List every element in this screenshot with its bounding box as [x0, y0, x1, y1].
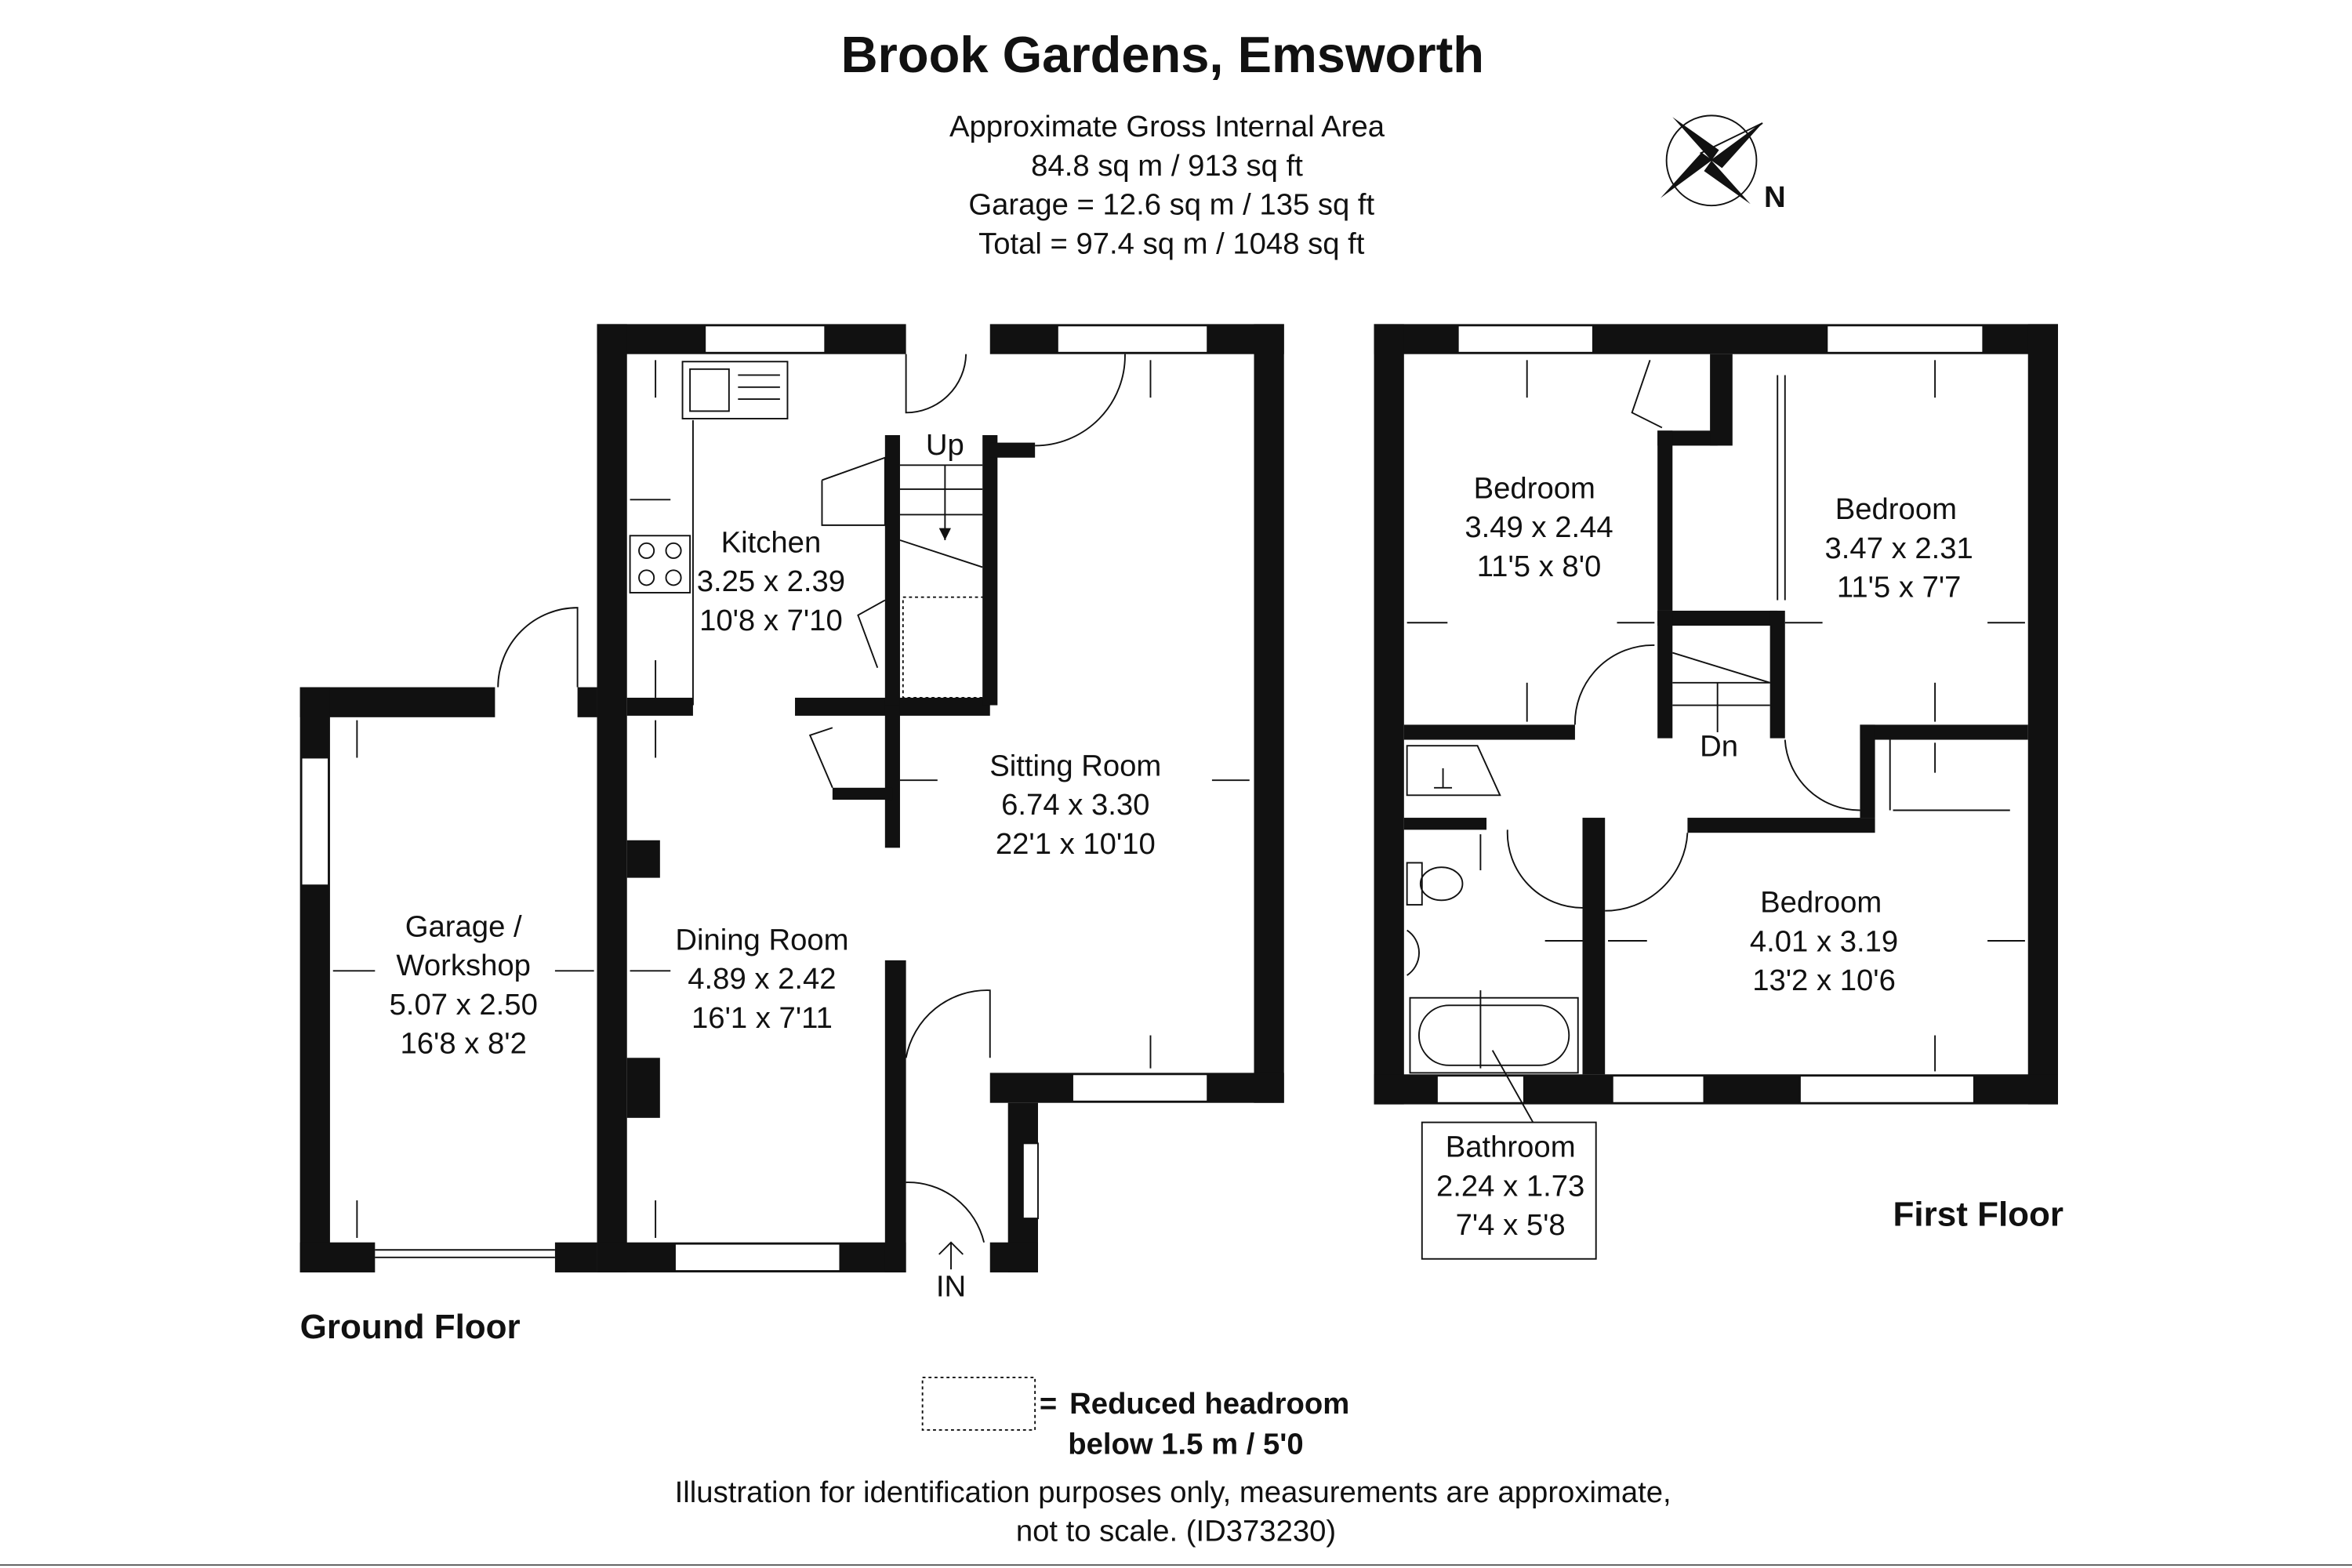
svg-text:Workshop: Workshop	[396, 949, 531, 982]
dimension-arrows	[332, 360, 2025, 1238]
area-total: Total = 97.4 sq m / 1048 sq ft	[978, 227, 1365, 260]
svg-text:7'4 x 5'8: 7'4 x 5'8	[1456, 1208, 1566, 1242]
first-floor-label: First Floor	[1893, 1196, 2064, 1234]
svg-text:Reduced headroom: Reduced headroom	[1069, 1387, 1349, 1421]
svg-text:Bathroom: Bathroom	[1446, 1131, 1576, 1164]
garage-side-door[interactable]	[497, 607, 579, 688]
svg-text:3.49 x 2.44: 3.49 x 2.44	[1465, 510, 1613, 544]
svg-text:Dining Room: Dining Room	[675, 923, 848, 956]
boiler-cupboard-icon	[1406, 745, 1501, 797]
svg-text:16'8 x 8'2: 16'8 x 8'2	[401, 1027, 527, 1061]
svg-text:4.01 x 3.19: 4.01 x 3.19	[1750, 924, 1898, 958]
svg-text:11'5 x 7'7: 11'5 x 7'7	[1837, 571, 1962, 604]
room-kitchen: Kitchen 3.25 x 2.39 10'8 x 7'10	[697, 525, 845, 637]
room-bedroom-3: Bedroom 4.01 x 3.19 13'2 x 10'6	[1750, 886, 1898, 998]
plan-title: Brook Gardens, Emsworth	[841, 26, 1484, 83]
area-garage: Garage = 12.6 sq m / 135 sq ft	[968, 188, 1374, 222]
stairs-down-label: Dn	[1700, 730, 1738, 764]
svg-text:10'8 x 7'10: 10'8 x 7'10	[699, 604, 843, 637]
entrance-label: IN	[936, 1270, 966, 1304]
staircase-ground: Up	[821, 428, 986, 699]
room-dining-room: Dining Room 4.89 x 2.42 16'1 x 7'11	[675, 923, 848, 1035]
hall-door[interactable]	[905, 989, 991, 1058]
svg-text:Kitchen: Kitchen	[721, 525, 822, 559]
staircase-first: Dn	[1672, 652, 1770, 764]
front-door[interactable]	[906, 1181, 985, 1243]
stairs-up-label: Up	[926, 428, 964, 462]
entrance-arrow-icon	[938, 1241, 964, 1270]
svg-text:4.89 x 2.42: 4.89 x 2.42	[688, 962, 836, 996]
svg-text:=: =	[1040, 1387, 1057, 1421]
disclaimer-line-1: Illustration for identification purposes…	[675, 1475, 1671, 1509]
svg-text:3.47 x 2.31: 3.47 x 2.31	[1825, 532, 1973, 565]
back-door[interactable]	[905, 354, 967, 414]
room-bedroom-1: Bedroom 3.49 x 2.44 11'5 x 8'0	[1465, 471, 1613, 583]
svg-text:3.25 x 2.39: 3.25 x 2.39	[697, 564, 845, 598]
svg-text:13'2 x 10'6: 13'2 x 10'6	[1752, 964, 1896, 997]
svg-text:Bedroom: Bedroom	[1474, 471, 1595, 505]
svg-text:2.24 x 1.73: 2.24 x 1.73	[1436, 1169, 1584, 1203]
hob-icon	[629, 535, 691, 593]
svg-text:11'5 x 8'0: 11'5 x 8'0	[1477, 550, 1602, 583]
toilet-icon	[1406, 862, 1464, 906]
basin-icon	[1406, 929, 1420, 976]
area-heading: Approximate Gross Internal Area	[949, 110, 1385, 143]
ground-floor-label: Ground Floor	[300, 1308, 521, 1346]
room-bathroom: Bathroom 2.24 x 1.73 7'4 x 5'8	[1421, 1121, 1597, 1260]
first-floor-walls	[1374, 324, 2058, 1105]
svg-text:Garage /: Garage /	[405, 909, 522, 943]
ground-floor-walls	[299, 324, 1284, 1272]
svg-text:5.07 x 2.50: 5.07 x 2.50	[390, 988, 538, 1022]
room-sitting-room: Sitting Room 6.74 x 3.30 22'1 x 10'10	[989, 749, 1161, 861]
svg-text:Sitting Room: Sitting Room	[989, 749, 1161, 782]
sitting-room-top-door[interactable]	[1035, 354, 1126, 447]
compass-north-label: N	[1764, 180, 1786, 214]
svg-text:6.74 x 3.30: 6.74 x 3.30	[1001, 788, 1149, 822]
kitchen-sink-icon	[681, 361, 789, 419]
compass-icon: N	[1660, 114, 1786, 214]
area-main: 84.8 sq m / 913 sq ft	[1031, 149, 1303, 183]
svg-text:below 1.5 m / 5'0: below 1.5 m / 5'0	[1068, 1428, 1303, 1461]
svg-text:Bedroom: Bedroom	[1760, 886, 1882, 920]
legend: = Reduced headroom below 1.5 m / 5'0	[921, 1376, 1349, 1461]
bath-icon	[1409, 996, 1579, 1074]
room-garage: Garage / Workshop 5.07 x 2.50 16'8 x 8'2	[390, 909, 538, 1060]
reduced-headroom-swatch	[921, 1376, 1036, 1431]
room-bedroom-2: Bedroom 3.47 x 2.31 11'5 x 7'7	[1825, 492, 1973, 604]
svg-text:Bedroom: Bedroom	[1835, 492, 1957, 526]
svg-text:22'1 x 10'10: 22'1 x 10'10	[996, 827, 1156, 861]
svg-text:16'1 x 7'11: 16'1 x 7'11	[691, 1001, 833, 1035]
disclaimer-line-2: not to scale. (ID373230)	[1016, 1515, 1336, 1548]
